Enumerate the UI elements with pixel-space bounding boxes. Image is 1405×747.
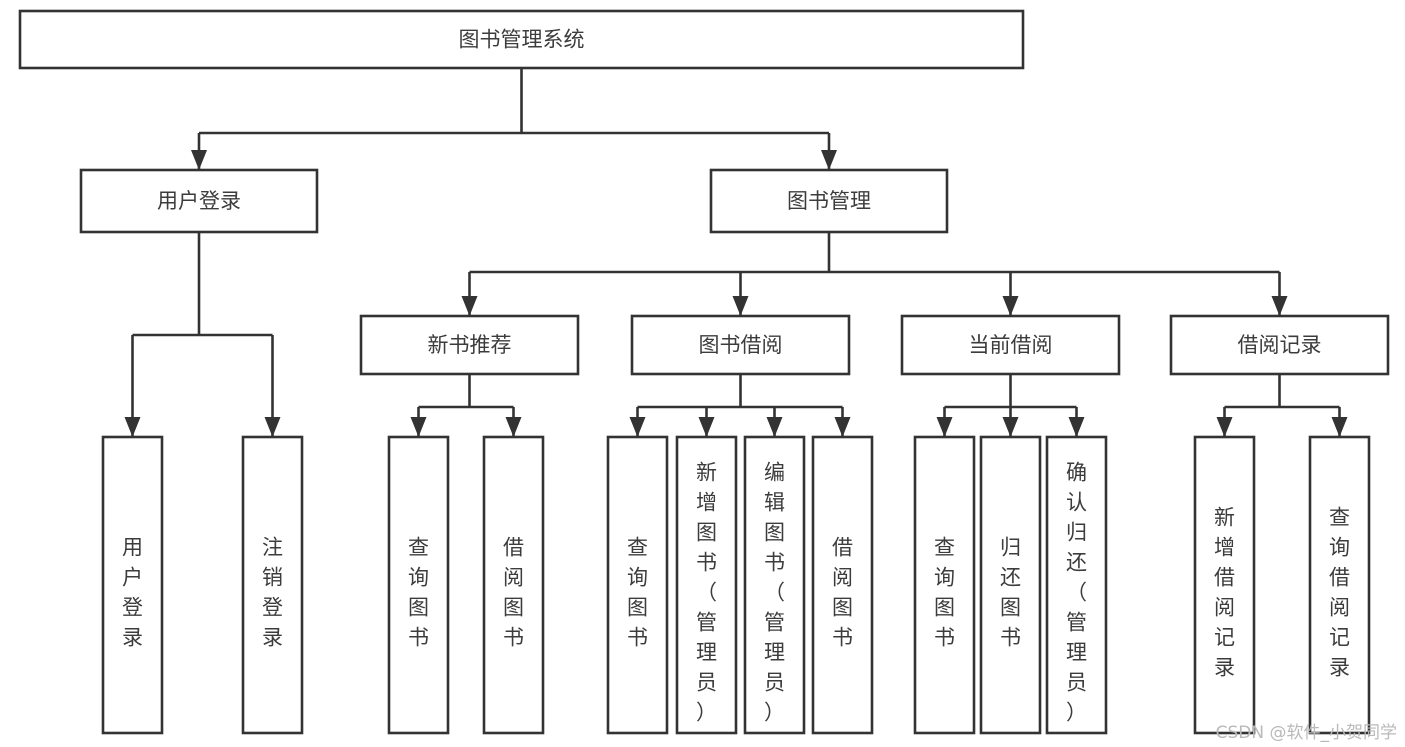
node-current-borrow[interactable]: 当前借阅 xyxy=(900,314,1121,376)
node-root[interactable]: 图书管理系统 xyxy=(18,9,1025,70)
node-leaf-query-book-2[interactable]: 查询图书 xyxy=(606,435,669,735)
node-leaf-borrow-book-2[interactable]: 借阅图书 xyxy=(811,435,874,735)
node-leaf-query-book-1[interactable]: 查询图书 xyxy=(387,435,450,735)
node-label-leaf-query-record: 查询借阅记录 xyxy=(1329,505,1350,679)
edge-group-book-manage xyxy=(461,232,1288,316)
node-label-current-borrow: 当前借阅 xyxy=(969,333,1053,357)
arrow-head-icon xyxy=(1216,417,1233,437)
node-leaf-confirm-return[interactable]: 确认归还（管理员） xyxy=(1045,435,1108,735)
node-box-book-manage[interactable] xyxy=(709,168,949,234)
node-label-borrow-records: 借阅记录 xyxy=(1238,333,1322,357)
arrow-head-icon xyxy=(698,417,715,437)
node-label-leaf-query-book-3: 查询图书 xyxy=(934,535,955,649)
node-label-leaf-add-book: 新增图书（管理员） xyxy=(696,460,717,724)
arrow-head-icon xyxy=(1271,296,1288,316)
arrow-head-icon xyxy=(821,150,837,170)
edge-group-user-login xyxy=(124,232,281,437)
node-box-leaf-borrow-book-1[interactable] xyxy=(482,435,545,735)
node-label-leaf-confirm-return: 确认归还（管理员） xyxy=(1066,460,1087,724)
node-label-book-manage: 图书管理 xyxy=(787,189,871,213)
node-label-leaf-edit-book: 编辑图书（管理员） xyxy=(764,460,785,724)
arrow-head-icon xyxy=(124,417,141,437)
arrow-head-icon xyxy=(629,417,646,437)
node-box-leaf-edit-book[interactable] xyxy=(743,435,806,735)
node-box-borrow-records[interactable] xyxy=(1169,314,1390,376)
node-box-leaf-query-book-2[interactable] xyxy=(606,435,669,735)
edge-group-new-book-rec xyxy=(410,374,522,437)
node-box-book-borrow[interactable] xyxy=(630,314,851,376)
arrow-head-icon xyxy=(461,296,478,316)
node-box-user-login[interactable] xyxy=(79,168,319,234)
arrow-head-icon xyxy=(936,417,953,437)
node-leaf-query-book-3[interactable]: 查询图书 xyxy=(913,435,976,735)
arrow-head-icon xyxy=(264,417,281,437)
node-label-user-login: 用户登录 xyxy=(157,189,241,213)
node-label-leaf-add-record: 新增借阅记录 xyxy=(1214,505,1235,679)
node-box-root[interactable] xyxy=(18,9,1025,70)
node-box-leaf-add-book[interactable] xyxy=(675,435,738,735)
edge-group-current-borrow xyxy=(936,374,1085,437)
node-book-manage[interactable]: 图书管理 xyxy=(709,168,949,234)
node-label-leaf-borrow-book-1: 借阅图书 xyxy=(503,535,524,649)
arrow-head-icon xyxy=(1068,417,1085,437)
node-leaf-borrow-book-1[interactable]: 借阅图书 xyxy=(482,435,545,735)
node-leaf-add-book[interactable]: 新增图书（管理员） xyxy=(675,435,738,735)
node-box-new-book-rec[interactable] xyxy=(359,314,580,376)
arrow-head-icon xyxy=(1331,417,1348,437)
arrow-head-icon xyxy=(505,417,522,437)
watermark: CSDN @软件_小贺同学 xyxy=(1215,723,1397,743)
edge-group-root xyxy=(191,68,837,170)
node-box-leaf-user-login[interactable] xyxy=(101,435,164,735)
node-label-leaf-logout: 注销登录 xyxy=(262,535,283,649)
node-box-leaf-confirm-return[interactable] xyxy=(1045,435,1108,735)
arrow-head-icon xyxy=(1002,417,1019,437)
arrow-head-icon xyxy=(191,150,207,170)
node-label-book-borrow: 图书借阅 xyxy=(699,333,783,357)
arrow-head-icon xyxy=(834,417,851,437)
arrow-head-icon xyxy=(410,417,427,437)
node-label-leaf-user-login: 用户登录 xyxy=(122,535,143,649)
node-new-book-rec[interactable]: 新书推荐 xyxy=(359,314,580,376)
arrow-head-icon xyxy=(732,296,749,316)
node-label-leaf-borrow-book-2: 借阅图书 xyxy=(832,535,853,649)
node-leaf-query-record[interactable]: 查询借阅记录 xyxy=(1308,435,1371,735)
node-label-leaf-return-book: 归还图书 xyxy=(1000,535,1021,649)
arrow-head-icon xyxy=(766,417,783,437)
arrow-head-icon xyxy=(1002,296,1019,316)
node-book-borrow[interactable]: 图书借阅 xyxy=(630,314,851,376)
node-label-new-book-rec: 新书推荐 xyxy=(428,333,512,357)
edge-group-borrow-records xyxy=(1216,374,1348,437)
node-leaf-add-record[interactable]: 新增借阅记录 xyxy=(1193,435,1256,735)
node-borrow-records[interactable]: 借阅记录 xyxy=(1169,314,1390,376)
node-leaf-logout[interactable]: 注销登录 xyxy=(241,435,304,735)
node-box-leaf-borrow-book-2[interactable] xyxy=(811,435,874,735)
node-box-leaf-query-record[interactable] xyxy=(1308,435,1371,735)
edges-layer xyxy=(124,68,1348,437)
nodes-layer: 图书管理系统用户登录图书管理新书推荐图书借阅当前借阅借阅记录用户登录注销登录查询… xyxy=(18,9,1390,735)
node-label-root: 图书管理系统 xyxy=(459,28,585,52)
node-box-leaf-query-book-1[interactable] xyxy=(387,435,450,735)
node-box-leaf-query-book-3[interactable] xyxy=(913,435,976,735)
node-leaf-return-book[interactable]: 归还图书 xyxy=(979,435,1042,735)
node-box-current-borrow[interactable] xyxy=(900,314,1121,376)
node-box-leaf-add-record[interactable] xyxy=(1193,435,1256,735)
node-box-leaf-return-book[interactable] xyxy=(979,435,1042,735)
node-leaf-edit-book[interactable]: 编辑图书（管理员） xyxy=(743,435,806,735)
edge-group-book-borrow xyxy=(629,374,851,437)
node-label-leaf-query-book-2: 查询图书 xyxy=(627,535,648,649)
node-box-leaf-logout[interactable] xyxy=(241,435,304,735)
node-label-leaf-query-book-1: 查询图书 xyxy=(408,535,429,649)
node-user-login[interactable]: 用户登录 xyxy=(79,168,319,234)
node-leaf-user-login[interactable]: 用户登录 xyxy=(101,435,164,735)
